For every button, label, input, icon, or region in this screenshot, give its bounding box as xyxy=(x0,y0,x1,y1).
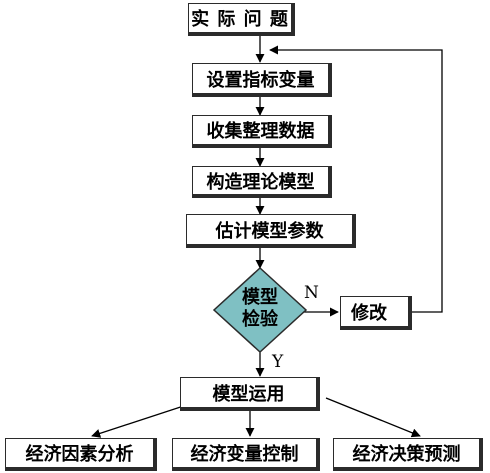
step-apply-model: 模型运用 xyxy=(180,377,320,411)
yes-branch-label: Y xyxy=(272,352,284,372)
step-problem: 实 际 问 题 xyxy=(188,3,295,36)
outcome-decision-forecast: 经济决策预测 xyxy=(333,438,483,471)
step-build-model-label: 构造理论模型 xyxy=(206,171,315,193)
step-collect-data: 收集整理数据 xyxy=(192,115,332,148)
decision-diamond xyxy=(212,266,308,354)
outcome-factor-analysis-label: 经济因素分析 xyxy=(25,444,134,465)
step-estimate-params: 估计模型参数 xyxy=(186,214,356,248)
step-apply-model-label: 模型运用 xyxy=(212,383,285,405)
outcome-variable-control-label: 经济变量控制 xyxy=(190,444,299,465)
outcome-variable-control: 经济变量控制 xyxy=(172,438,320,471)
outcome-factor-analysis: 经济因素分析 xyxy=(5,438,157,471)
outcome-decision-forecast-label: 经济决策预测 xyxy=(352,444,461,465)
arrow-revise-loop-back xyxy=(269,45,443,313)
step-estimate-params-label: 估计模型参数 xyxy=(215,220,324,242)
step-collect-data-label: 收集整理数据 xyxy=(206,121,315,142)
step-problem-label: 实 际 问 题 xyxy=(191,9,289,30)
revise-label: 修改 xyxy=(351,302,387,324)
decision-label-line1: 模型 xyxy=(242,287,278,308)
step-set-variables-label: 设置指标变量 xyxy=(206,69,315,91)
decision-label-line2: 检验 xyxy=(242,309,278,330)
revise-box: 修改 xyxy=(340,296,412,330)
arrow-apply-to-forecast xyxy=(325,397,421,438)
no-branch-label: N xyxy=(304,283,319,303)
step-set-variables: 设置指标变量 xyxy=(192,63,332,97)
step-build-model: 构造理论模型 xyxy=(192,166,332,198)
decision-label: 模型 检验 xyxy=(222,287,298,331)
